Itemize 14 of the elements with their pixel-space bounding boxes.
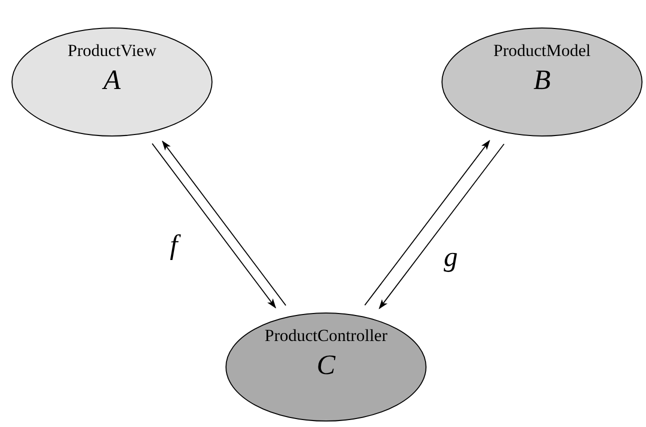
ellipse-node — [225, 312, 427, 422]
node-title: ProductController — [264, 326, 388, 346]
arrow — [152, 143, 276, 308]
arrow — [162, 140, 286, 306]
ellipse-node — [11, 27, 213, 137]
node-symbol: B — [533, 65, 551, 97]
node-symbol: A — [103, 65, 121, 97]
arrow — [364, 140, 490, 306]
node-title: ProductModel — [493, 41, 591, 61]
node-symbol: C — [316, 350, 336, 382]
ellipse-node — [441, 27, 643, 137]
edge-label: g — [444, 244, 458, 272]
node-title: ProductView — [68, 41, 156, 61]
arrow — [378, 144, 504, 310]
